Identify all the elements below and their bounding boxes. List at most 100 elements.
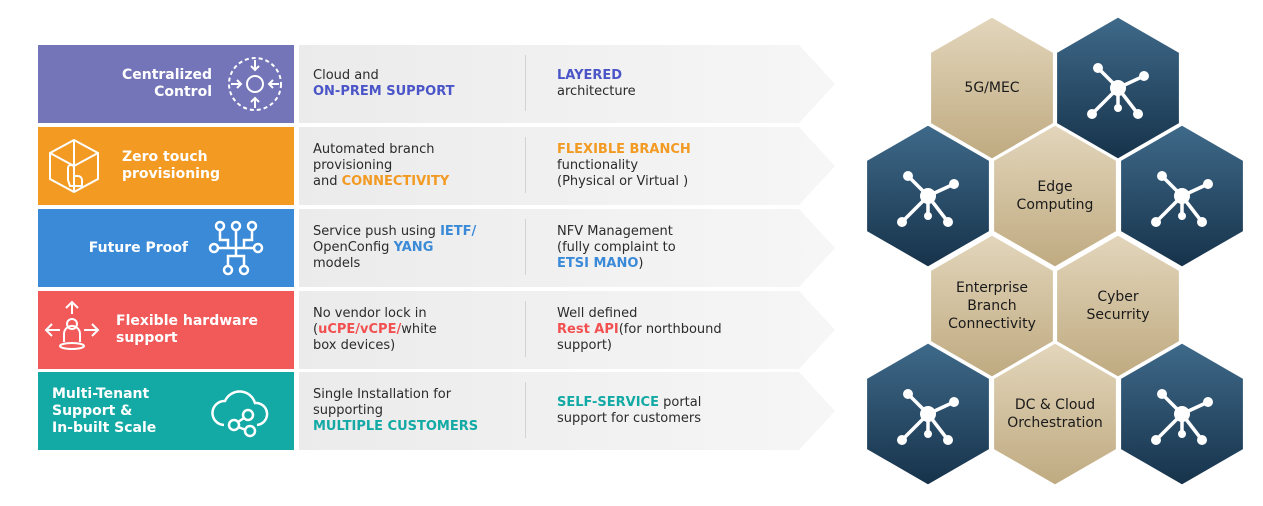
plain-text: No vendor lock in — [313, 306, 427, 321]
text-line: OpenConfig YANG — [313, 240, 503, 256]
plain-text: architecture — [557, 84, 636, 99]
text-line: Service push using IETF/ — [313, 224, 503, 240]
hexagon-label-line: Enterprise — [955, 280, 1029, 296]
highlight-text: FLEXIBLE BRANCH — [557, 142, 691, 157]
text-line: support) — [557, 338, 772, 354]
highlight-text: SELF-SERVICE — [557, 395, 659, 410]
text-line: LAYERED — [557, 68, 772, 84]
highlight-text: IETF/ — [440, 224, 477, 239]
highlight-text: ON-PREM SUPPORT — [313, 84, 455, 99]
hexagon-label-line: Securrity — [1086, 307, 1150, 323]
feature-label-line: Flexible hardware — [116, 313, 258, 329]
plain-text: (for northbound — [618, 322, 722, 337]
text-line: (uCPE/vCPE/white — [313, 322, 503, 338]
text-line: Automated branch — [313, 142, 503, 158]
plain-text: provisioning — [313, 158, 393, 173]
plain-text: portal — [658, 395, 702, 410]
highlight-text: MULTIPLE CUSTOMERS — [313, 419, 479, 434]
text-line: supporting — [313, 403, 503, 419]
column-divider — [525, 301, 526, 357]
feature-arrow — [299, 127, 835, 205]
feature-label-line: Support & — [52, 402, 133, 419]
plain-text: Single Installation for — [313, 387, 452, 402]
feature-arrow — [299, 45, 835, 123]
text-line: Well defined — [557, 306, 772, 322]
circuit-icon — [206, 218, 266, 278]
feature-label-line: Control — [154, 84, 212, 100]
hexagon-label-line: Orchestration — [1007, 415, 1103, 431]
text-line: Single Installation for — [313, 387, 503, 403]
feature-label-box: Future Proof — [38, 209, 294, 287]
plain-text: OpenConfig — [313, 240, 394, 255]
feature-arrow — [299, 209, 835, 287]
text-line: and CONNECTIVITY — [313, 174, 503, 190]
highlight-text: uCPE/vCPE/ — [318, 322, 402, 337]
text-line: Rest API(for northbound — [557, 322, 772, 338]
arrow-shape — [299, 45, 835, 123]
text-line: SELF-SERVICE portal — [557, 395, 772, 411]
plain-text: white — [401, 322, 437, 337]
text-line: provisioning — [313, 158, 503, 174]
text-line: support for customers — [557, 411, 772, 427]
plain-text: support for customers — [557, 411, 702, 426]
feature-label-line: Zero touch — [122, 149, 208, 165]
text-line: MULTIPLE CUSTOMERS — [313, 419, 503, 435]
hexagon-label-line: 5G/MEC — [964, 80, 1020, 96]
text-line: architecture — [557, 84, 772, 100]
arrow-shape — [299, 209, 835, 287]
column-divider — [525, 382, 526, 438]
highlight-text: LAYERED — [557, 68, 623, 83]
text-line: models — [313, 256, 503, 272]
feature-arrow — [299, 291, 835, 369]
arrow-shape — [299, 291, 835, 369]
feature-label-line: provisioning — [122, 166, 220, 182]
hexagon-label-line: Connectivity — [948, 316, 1036, 332]
feature-row: Future Proof Service push using IETF/Ope… — [38, 209, 838, 287]
feature-label-line: In-built Scale — [52, 419, 157, 436]
text-line: box devices) — [313, 338, 503, 354]
feature-label: Future Proof — [78, 240, 188, 257]
plain-text: Cloud and — [313, 68, 379, 83]
text-line: functionality — [557, 158, 772, 174]
hexagon-label-line: Computing — [1016, 197, 1094, 213]
plain-text: (fully complaint to — [557, 240, 676, 255]
plain-text: box devices) — [313, 338, 396, 353]
text-line: ON-PREM SUPPORT — [313, 84, 503, 100]
text-line: NFV Management — [557, 224, 772, 240]
arrow-shape — [299, 372, 835, 450]
feature-arrow — [299, 372, 835, 450]
hexagon-label-line: Branch — [967, 298, 1017, 314]
feature-label-line: support — [116, 330, 178, 346]
plain-text: ( — [313, 322, 319, 337]
highlight-text: CONNECTIVITY — [341, 174, 450, 189]
text-line: ETSI MANO) — [557, 256, 772, 272]
plain-text: and — [313, 174, 342, 189]
plain-text: Well defined — [557, 306, 638, 321]
plain-text: functionality — [557, 158, 639, 173]
plain-text: Automated branch — [313, 142, 435, 157]
highlight-text: Rest API — [557, 322, 619, 337]
arrow-shape — [299, 127, 835, 205]
column-divider — [525, 137, 526, 193]
